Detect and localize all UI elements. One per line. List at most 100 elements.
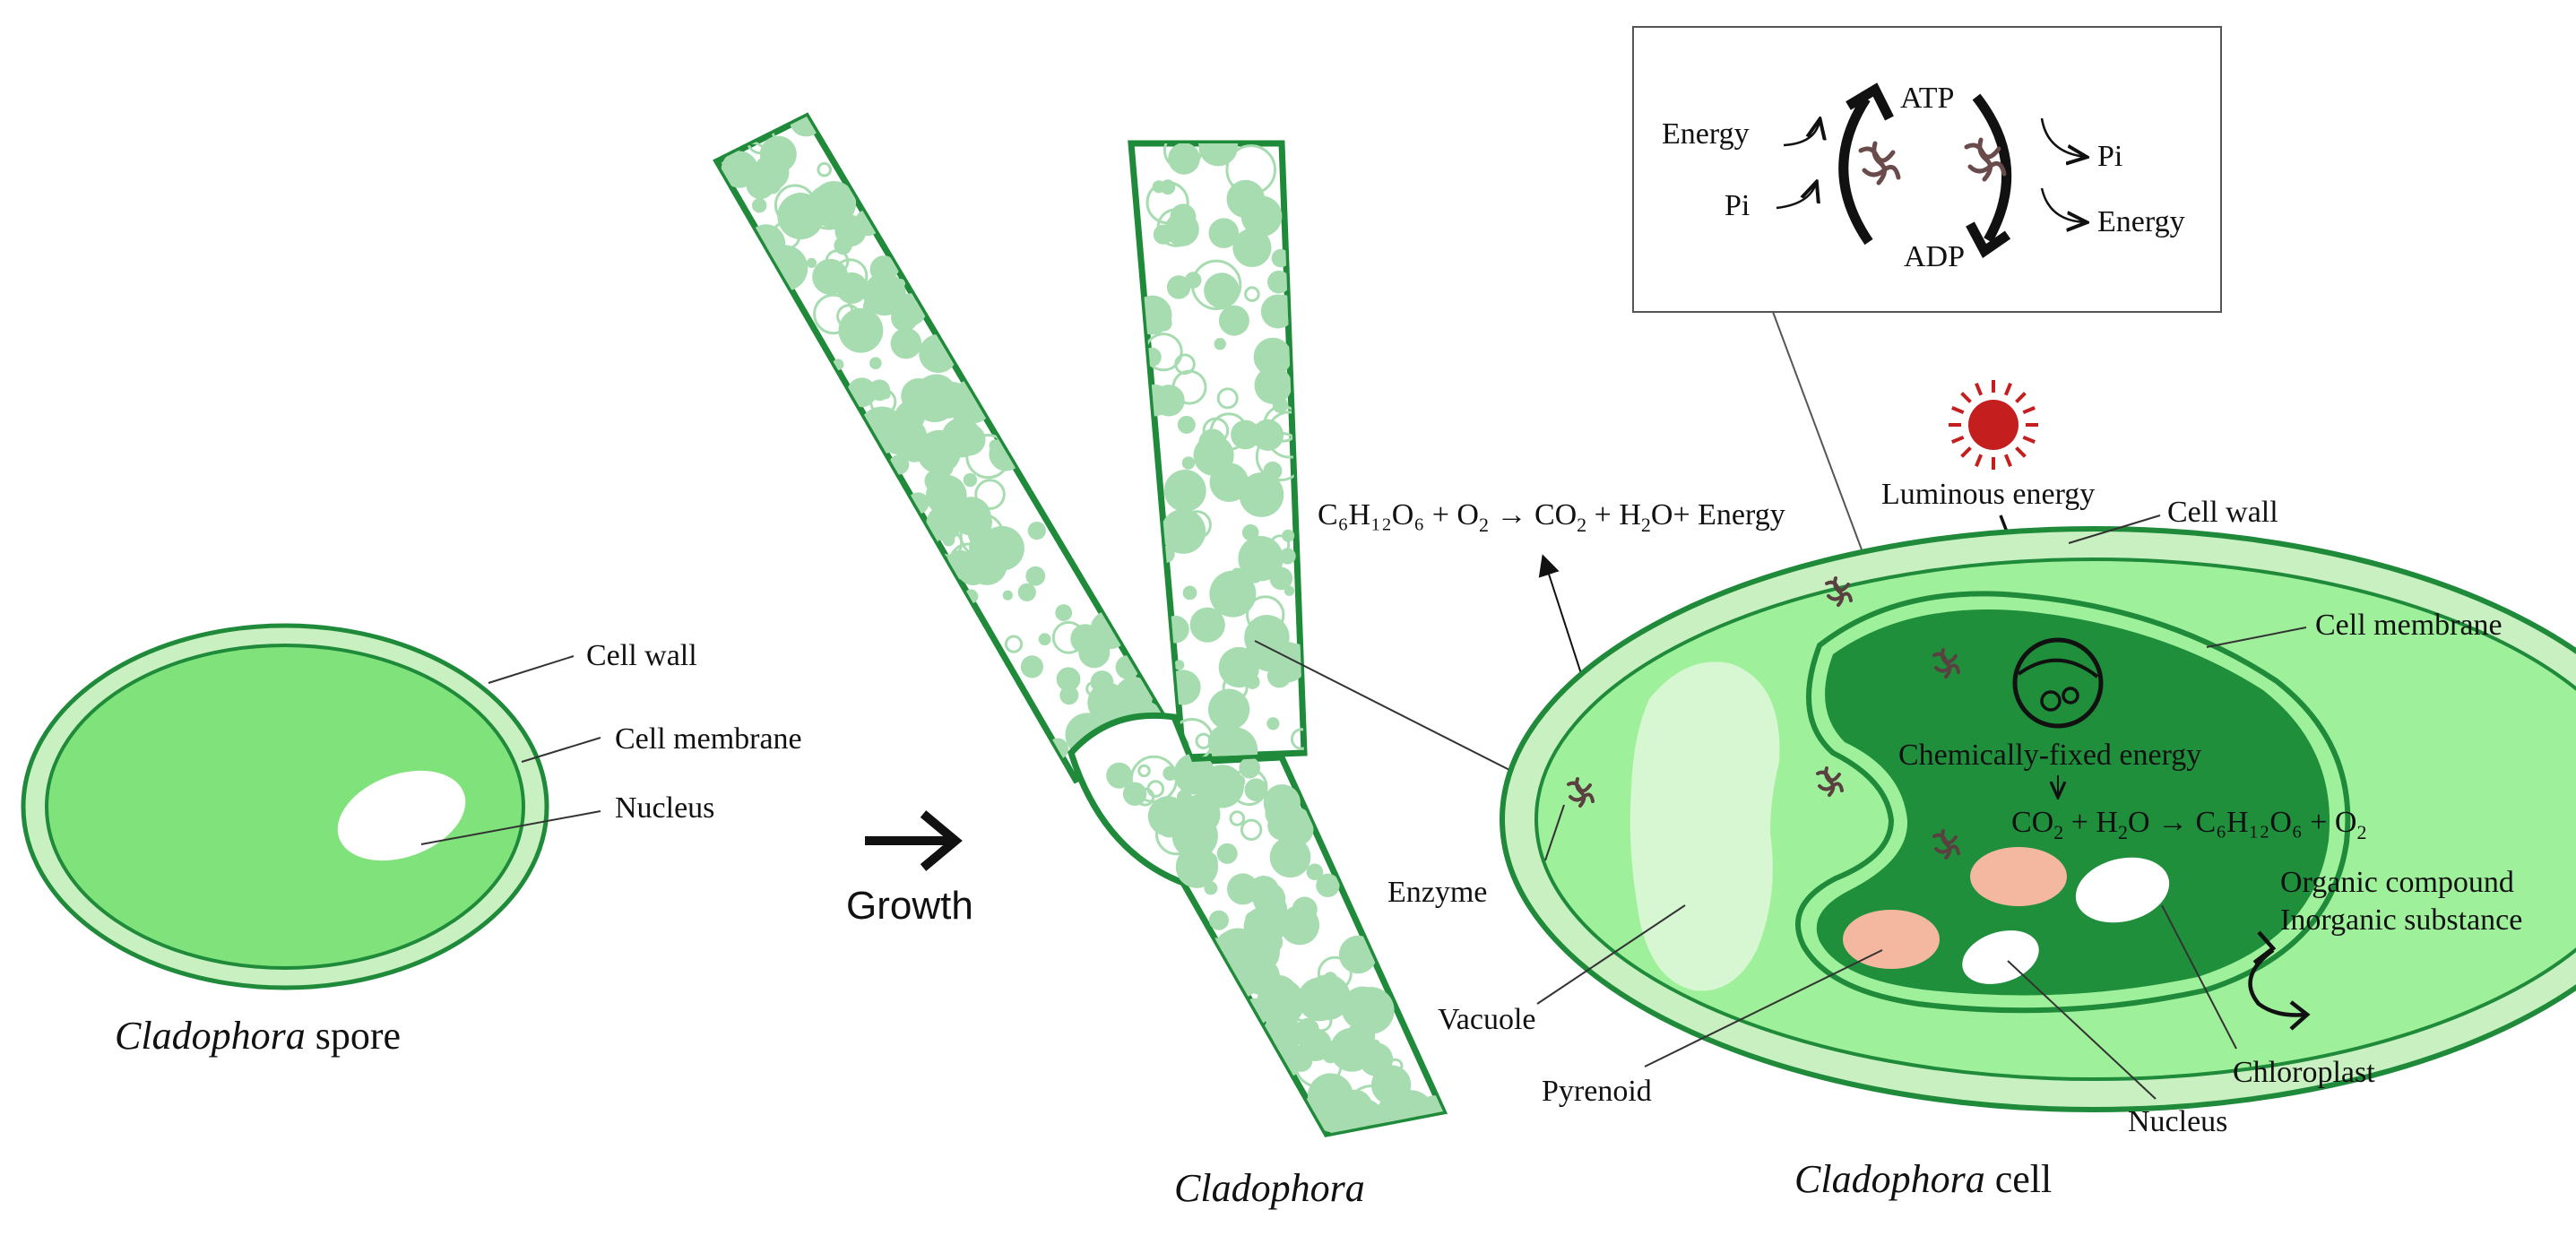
filament-bubble: [1208, 910, 1229, 930]
filament-bubble: [1165, 670, 1201, 705]
photosynthesis-equation: CO2 + H2O → C₆H₁₂O₆ + O2: [2011, 806, 2366, 843]
respiration-arrow: [1538, 554, 1587, 691]
filament-bubble: [1190, 259, 1242, 310]
filament-bubble: [1138, 384, 1171, 417]
vacuole-label: Vacuole: [1438, 1003, 1536, 1036]
filament-bubble: [1216, 930, 1244, 959]
filament-bubble: [746, 170, 775, 200]
filament-bubble: [915, 374, 957, 417]
exchange-arrow: [2248, 948, 2306, 1017]
filament-bubble: [989, 439, 1002, 453]
filament-bubble: [1189, 791, 1220, 822]
filament-bubble: [1339, 1098, 1386, 1134]
sun-ray: [1951, 406, 1965, 415]
nucleus-label: Nucleus: [2128, 1105, 2227, 1138]
filament-bubble: [1252, 882, 1286, 916]
filament-bubble: [1173, 753, 1215, 795]
filament-bubble: [1282, 529, 1295, 542]
filament-bubble: [1162, 615, 1189, 644]
filament-bubble: [1229, 810, 1246, 826]
energy-in-arrow: [1783, 121, 1820, 147]
sun-ray: [1960, 446, 1972, 458]
filament-bubble: [1232, 774, 1246, 789]
pyrenoid-label: Pyrenoid: [1542, 1075, 1652, 1108]
sun-ray: [2015, 392, 2027, 403]
filament-bubble: [1299, 1028, 1333, 1062]
filament-bubble: [1132, 295, 1172, 335]
filament-bubble: [1211, 727, 1258, 757]
filament-bubble: [845, 290, 858, 304]
filament-bubble: [1051, 620, 1085, 654]
filament-bubble: [1230, 767, 1268, 807]
filament-bubble: [1002, 590, 1013, 601]
filament-bubble: [1157, 816, 1180, 838]
filament-bubble: [1156, 208, 1196, 247]
filament-bubble: [1146, 780, 1165, 798]
filament-bubble: [1244, 286, 1260, 303]
filament-bubble: [1017, 583, 1036, 601]
filament-bubble: [919, 333, 958, 374]
filament-bubble: [1222, 674, 1249, 701]
atp-hydrolysis-arc: [1972, 93, 2012, 243]
filament-bubble: [1227, 873, 1258, 905]
filament-bubble: [1266, 717, 1280, 730]
sun-ray: [1975, 383, 1984, 396]
sun-ray: [1951, 435, 1965, 444]
filament-bubble: [787, 192, 814, 219]
filament-bubble: [1163, 470, 1206, 512]
sun-ray: [2022, 406, 2036, 415]
sun-ray: [1975, 454, 1984, 467]
filament-bubble: [1271, 248, 1291, 268]
filament-bubble: [953, 423, 986, 456]
filament-bubble: [759, 135, 797, 173]
filament-bubble: [887, 418, 928, 458]
enzyme-icon: [1858, 141, 1901, 186]
filament-bubble: [1244, 778, 1268, 801]
filament-bubble: [1189, 607, 1225, 643]
filament-bubble: [1209, 570, 1257, 618]
filament-bubble: [838, 307, 884, 353]
filament-bubble: [817, 161, 833, 177]
inorganic-substance-label: Inorganic substance: [2280, 903, 2522, 937]
exchange-arrowhead-down: [2289, 1000, 2311, 1031]
filament-bubble: [1204, 272, 1240, 309]
filament-bubble: [1182, 585, 1197, 601]
enzyme-icon: [1964, 137, 2007, 182]
spore-caption: Cladophora spore: [115, 1014, 401, 1058]
filament-bubble: [1284, 585, 1295, 596]
filament-bubble: [1245, 674, 1260, 689]
atp-synthesis-arc: [1838, 96, 1873, 246]
filament-bubble: [1214, 338, 1226, 350]
filament-bubble: [834, 214, 867, 247]
filament-bubble: [1341, 986, 1385, 1031]
filament-bubble: [1345, 1085, 1397, 1134]
chloroplast-label: Chloroplast: [2233, 1056, 2375, 1089]
filament-bubble: [1239, 472, 1284, 517]
sun-ray: [2015, 446, 2027, 458]
energy-in-label: Energy: [1662, 117, 1750, 151]
filament-bubble: [1204, 881, 1218, 895]
filament-bubble: [1004, 635, 1024, 653]
filament-bubble: [1218, 305, 1249, 336]
respiration-equation: C₆H₁₂O₆ + O2 → CO2 + H2O+ Energy: [1318, 498, 1785, 691]
organic-compound-label: Organic compound: [2280, 866, 2514, 899]
filament-bubble: [1241, 523, 1259, 541]
sun-ray: [1960, 392, 1972, 403]
enzyme-icon: [1816, 766, 1844, 797]
enzyme-icon: [1825, 576, 1853, 607]
filament-bubble: [1269, 836, 1311, 878]
filament-bubble: [815, 195, 847, 229]
filament-bubble: [1240, 818, 1263, 841]
sun-ray: [2003, 383, 2012, 396]
filament-bubble: [1177, 518, 1188, 529]
spore-nucleus-leader: [420, 810, 601, 845]
atp-cycle-box: ATP ADP Energy Pi Pi Energy: [1632, 26, 2222, 582]
filament-bubble: [1166, 275, 1191, 299]
cell-membrane-label: Cell membrane: [2315, 609, 2503, 642]
filament-zoom-leader: [1254, 640, 1516, 774]
growth-label: Growth: [846, 884, 973, 928]
spore-cell: Cell wall Cell membrane Nucleus Cladopho…: [21, 623, 802, 1058]
filament-bubble: [1181, 456, 1196, 470]
